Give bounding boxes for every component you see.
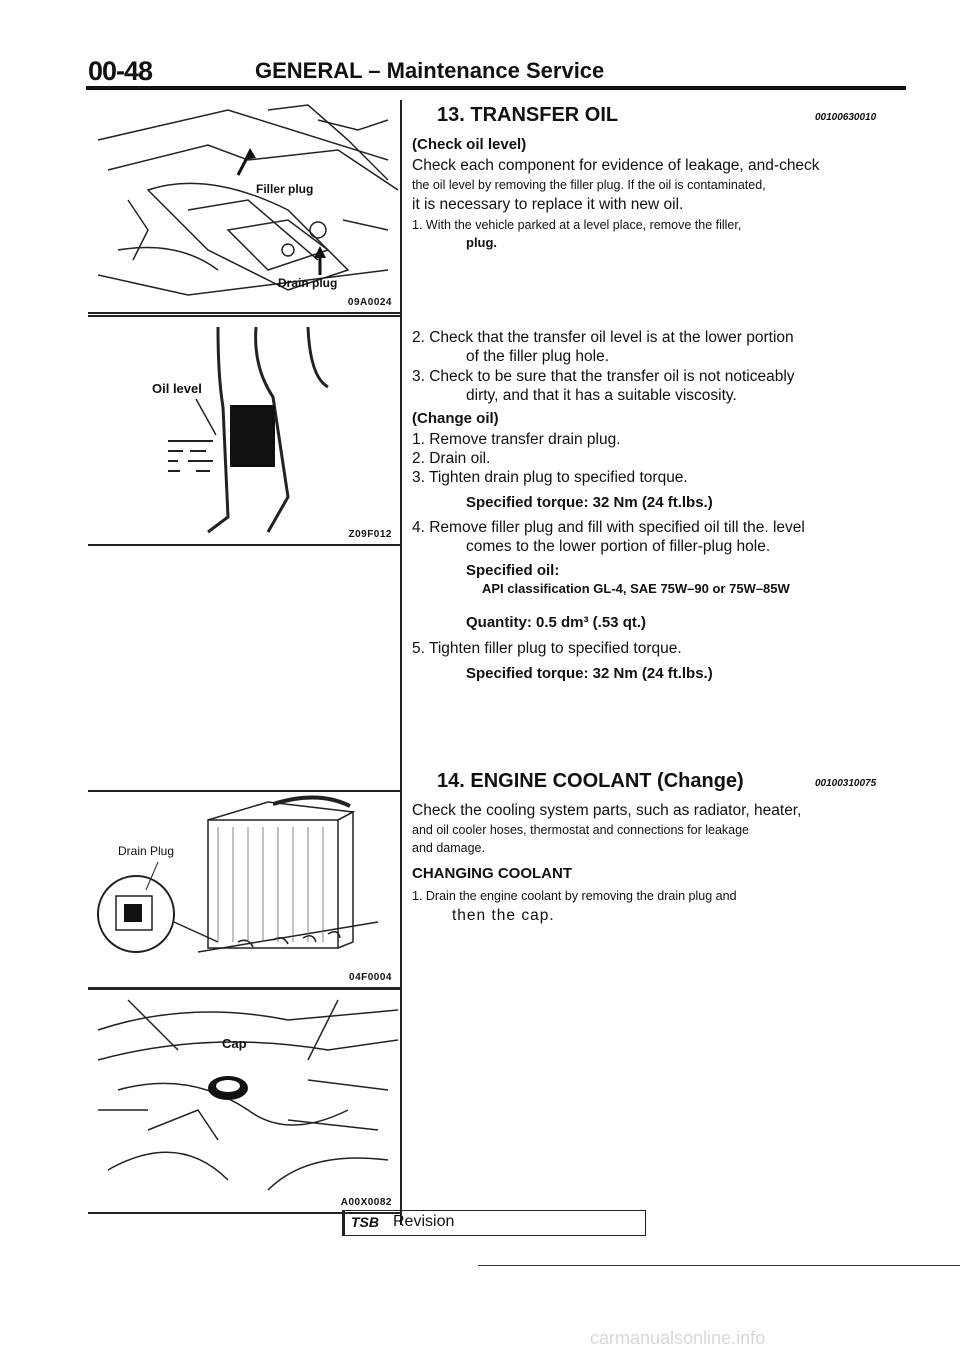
figure-oil-level: Oil level Z09F012 [88,315,400,546]
radiator-illustration [97,795,379,953]
drain-plug-label: Drain Plug [118,844,175,858]
page-number: 00-48 [88,56,153,86]
oil-level-label: Oil level [152,381,202,396]
step-line: comes to the lower portion of filler-plu… [466,538,771,555]
cap-label: Cap [222,1036,247,1051]
section-13-heading: 13. TRANSFER OIL [437,104,619,126]
step-line: of the filler plug hole. [466,348,610,365]
watermark: carmanualsonline.info [590,1328,766,1348]
check-oil-level-heading: (Check oil level) [412,136,527,153]
step-line: 2. Drain oil. [412,450,491,467]
paragraph-line: and oil cooler hoses, thermostat and con… [412,823,750,837]
paragraph-line: Check each component for evidence of lea… [412,157,820,174]
filler-plug-label: Filler plug [256,182,314,196]
changing-coolant-heading: CHANGING COOLANT [412,865,572,882]
step-line: plug. [466,235,498,250]
quantity: Quantity: 0.5 dm³ (.53 qt.) [466,614,647,631]
figure-transfer-plugs: Filler plug Drain plug 09A0024 [88,100,400,314]
specified-torque: Specified torque: 32 Nm (24 ft.lbs.) [466,494,713,511]
step-line: 1. Remove transfer drain plug. [412,431,621,448]
tsb-text: Revision [393,1213,455,1230]
paragraph-line: and damage. [412,841,485,855]
specified-torque: Specified torque: 32 Nm (24 ft.lbs.) [466,665,713,682]
section-14-code: 00100310075 [815,778,877,789]
step-line: then the cap. [452,907,555,924]
tsb-badge: TSB [351,1214,379,1230]
figure-radiator-cap: Cap A00X0082 [88,988,400,1214]
transfer-illustration [97,104,399,296]
paragraph-line: the oil level by removing the filler plu… [412,178,766,192]
engine-bay-illustration [97,999,399,1191]
step-line: 5. Tighten filler plug to specified torq… [412,640,682,657]
footer-rule [478,1265,960,1266]
tsb-revision-box: TSB Revision [342,1210,646,1236]
section-14-heading: 14. ENGINE COOLANT (Change) [437,770,744,792]
step-line: 1. Drain the engine coolant by removing … [412,889,737,903]
specified-oil-value: API classification GL-4, SAE 75W–90 or 7… [482,581,790,596]
change-oil-heading: (Change oil) [412,410,499,427]
paragraph-line: Check the cooling system parts, such as … [412,802,802,819]
section-13-code: 00100630010 [815,112,877,123]
page-title: GENERAL – Maintenance Service [255,58,605,83]
figure-code: A00X0082 [340,1197,392,1208]
figure-code: Z09F012 [348,529,392,540]
column-divider [400,100,402,1225]
oil-level-illustration [168,326,329,534]
step-line: 1. With the vehicle parked at a level pl… [412,218,742,232]
figure-code: 09A0024 [347,297,392,308]
figure-radiator-drain: Drain Plug 04F0004 [88,790,400,989]
step-line: 4. Remove filler plug and fill with spec… [412,519,805,536]
step-line: 2. Check that the transfer oil level is … [412,329,794,346]
header-rule [86,86,906,90]
step-line: 3. Check to be sure that the transfer oi… [412,368,795,385]
specified-oil-label: Specified oil: [466,562,560,579]
step-line: 3. Tighten drain plug to specified torqu… [412,469,688,486]
drain-plug-label: Drain plug [278,276,338,290]
step-line: dirty, and that it has a suitable viscos… [466,387,737,404]
paragraph-line: it is necessary to replace it with new o… [412,196,684,213]
page-header: 00-48 GENERAL – Maintenance Service [0,0,960,90]
figure-code: 04F0004 [349,972,392,983]
